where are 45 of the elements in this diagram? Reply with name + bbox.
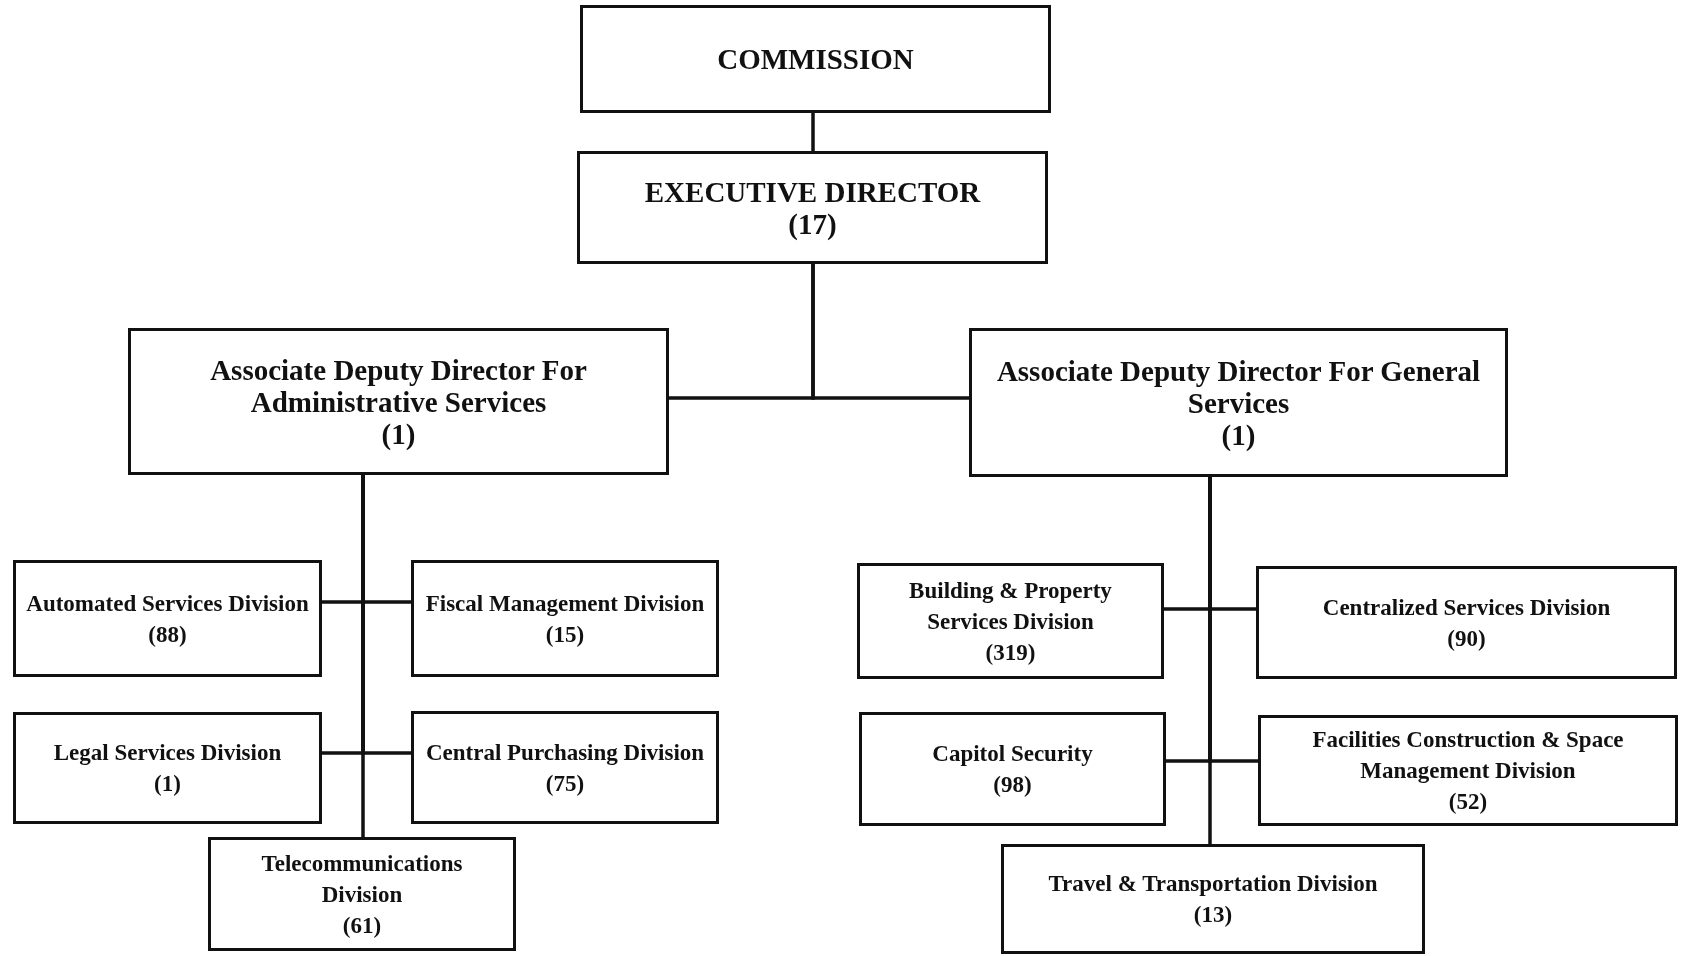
- staff-count: (88): [148, 620, 187, 649]
- unit-name: EXECUTIVE DIRECTOR: [644, 175, 981, 208]
- unit-name: Capitol Security: [932, 740, 1093, 768]
- unit-name: Centralized Services Division: [1322, 593, 1611, 622]
- org-box: [577, 151, 1048, 264]
- connector-line: [811, 113, 815, 151]
- org-box: [1001, 844, 1425, 954]
- unit-name: Fiscal Management Division: [425, 589, 705, 618]
- staff-count: (98): [993, 771, 1032, 799]
- org-box: [859, 712, 1166, 826]
- staff-count: (90): [1447, 624, 1486, 653]
- org-box: [580, 5, 1051, 113]
- unit-name: COMMISSION: [717, 43, 914, 75]
- org-box: [1256, 566, 1677, 679]
- connector-line: [811, 264, 969, 400]
- org-box: [13, 712, 322, 824]
- staff-count: (15): [545, 620, 585, 649]
- connector-line: [361, 475, 365, 837]
- staff-count: (61): [342, 911, 382, 940]
- unit-name: Automated Services Division: [26, 589, 309, 618]
- org-box: [13, 560, 322, 677]
- unit-name: Associate Deputy Director For Administrative Services: [209, 353, 588, 418]
- org-box: [208, 837, 516, 951]
- unit-name: Central Purchasing Division: [425, 738, 705, 767]
- staff-count: (1): [381, 417, 416, 450]
- staff-count: (1): [1221, 418, 1256, 451]
- connector-line: [1208, 477, 1212, 844]
- staff-count: (319): [985, 638, 1036, 667]
- unit-name: Facilities Construction & Space Management Division: [1311, 726, 1625, 785]
- staff-count: (13): [1193, 901, 1233, 929]
- unit-name: Telecommunications Division: [260, 849, 464, 909]
- unit-name: Legal Services Division: [53, 739, 282, 767]
- org-box: [128, 328, 669, 475]
- staff-count: (17): [788, 207, 837, 240]
- org-box: [969, 328, 1508, 477]
- staff-count: (52): [1448, 788, 1488, 816]
- unit-name: Building & Property Services Division: [908, 576, 1113, 636]
- unit-name: Travel & Transportation Division: [1048, 870, 1378, 898]
- org-box: [857, 563, 1164, 679]
- staff-count: (1): [154, 770, 181, 798]
- staff-count: (75): [545, 769, 585, 798]
- unit-name: Associate Deputy Director For General Services: [995, 354, 1482, 419]
- org-box: [411, 560, 719, 677]
- org-box: [1258, 715, 1678, 826]
- org-box: [411, 711, 719, 824]
